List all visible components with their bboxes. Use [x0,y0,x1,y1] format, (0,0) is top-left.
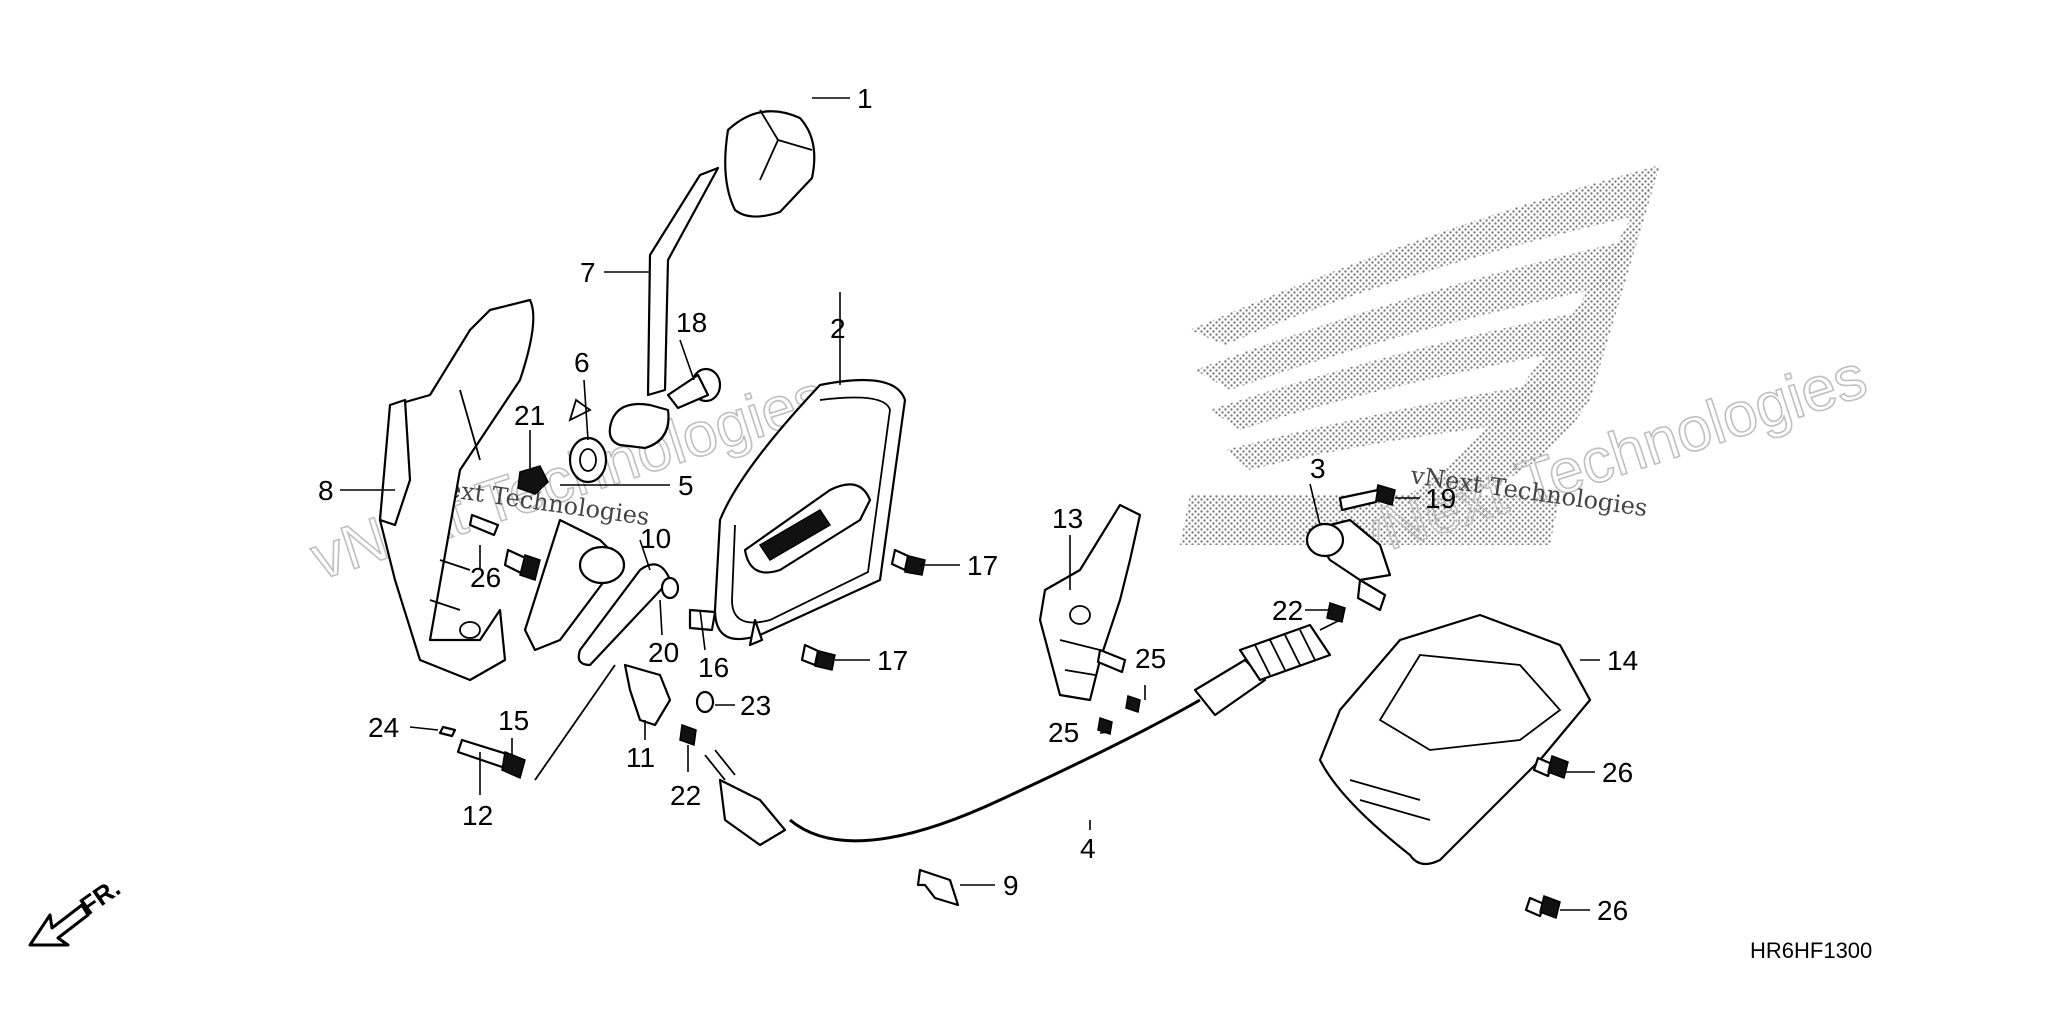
callout-22b: 22 [1272,595,1303,626]
part-bracket [378,298,535,682]
callout-7: 7 [580,257,596,288]
part-bolt-25c [1097,717,1113,735]
part-nut-22-left [679,723,697,747]
callout-25b: 25 [1048,717,1079,748]
part-small-bolt [468,513,500,537]
callout-16: 16 [698,652,729,683]
callout-15: 15 [498,705,529,736]
diagram-code: HR6HF1300 [1750,938,1872,963]
callout-19: 19 [1425,483,1456,514]
callout-6: 6 [574,347,590,378]
callout-26b: 26 [1602,757,1633,788]
part-cable [704,619,1341,847]
part-nut-15 [501,750,526,780]
callout-10: 10 [640,523,671,554]
callout-9: 9 [1003,870,1019,901]
part-nut-22-right [1326,602,1346,623]
part-knob [724,109,816,218]
callout-23: 23 [740,690,771,721]
callout-17b: 17 [877,645,908,676]
callout-14: 14 [1607,645,1638,676]
part-arm [523,518,626,652]
part-bolt-26-bottom [1524,895,1561,919]
part-clip [534,663,672,781]
part-bolt-26-left [503,548,541,581]
callout-25a: 25 [1135,643,1166,674]
callout-5: 5 [678,470,694,501]
part-washer [660,576,680,600]
part-o-ring [695,690,715,714]
callout-12: 12 [462,800,493,831]
callout-17a: 17 [967,550,998,581]
part-lever [608,166,720,450]
front-arrow-icon: FR. [28,872,126,947]
callout-22a: 22 [670,780,701,811]
part-cable-end [1305,518,1392,612]
part-bolt-25a [1096,648,1127,674]
callout-3: 3 [1310,453,1326,484]
callout-18: 18 [676,307,707,338]
callout-24: 24 [368,712,399,743]
callouts: 1 2 3 4 5 6 7 8 9 10 11 12 13 14 15 16 1… [318,83,1638,926]
part-bolt-25b [1125,695,1141,713]
callout-20: 20 [648,637,679,668]
part-clip-9 [916,868,960,907]
part-bolt-19-shank [1338,488,1380,512]
part-link [577,563,672,667]
part-bolt-17-lower [800,643,836,671]
part-nut-21 [517,465,549,495]
part-bolt-26-right [1532,755,1569,779]
part-bolt-16 [688,608,717,632]
callout-8: 8 [318,475,334,506]
part-pin [438,725,457,738]
callout-13: 13 [1052,503,1083,534]
part-bracket-13 [1038,503,1142,702]
part-pivot [456,738,512,770]
callout-1: 1 [857,83,873,114]
part-cover [1318,613,1592,866]
part-shift-gate [713,378,907,647]
callout-4: 4 [1080,833,1096,864]
callout-11: 11 [626,742,655,773]
part-bolt-18 [666,367,722,410]
honda-wing-logo [1180,165,1660,545]
leader-lines [340,97,1600,911]
callout-2: 2 [830,313,846,344]
callout-26a: 26 [470,562,501,593]
callout-21: 21 [514,400,545,431]
part-bolt-17-upper [890,548,926,576]
callout-26c: 26 [1597,895,1628,926]
